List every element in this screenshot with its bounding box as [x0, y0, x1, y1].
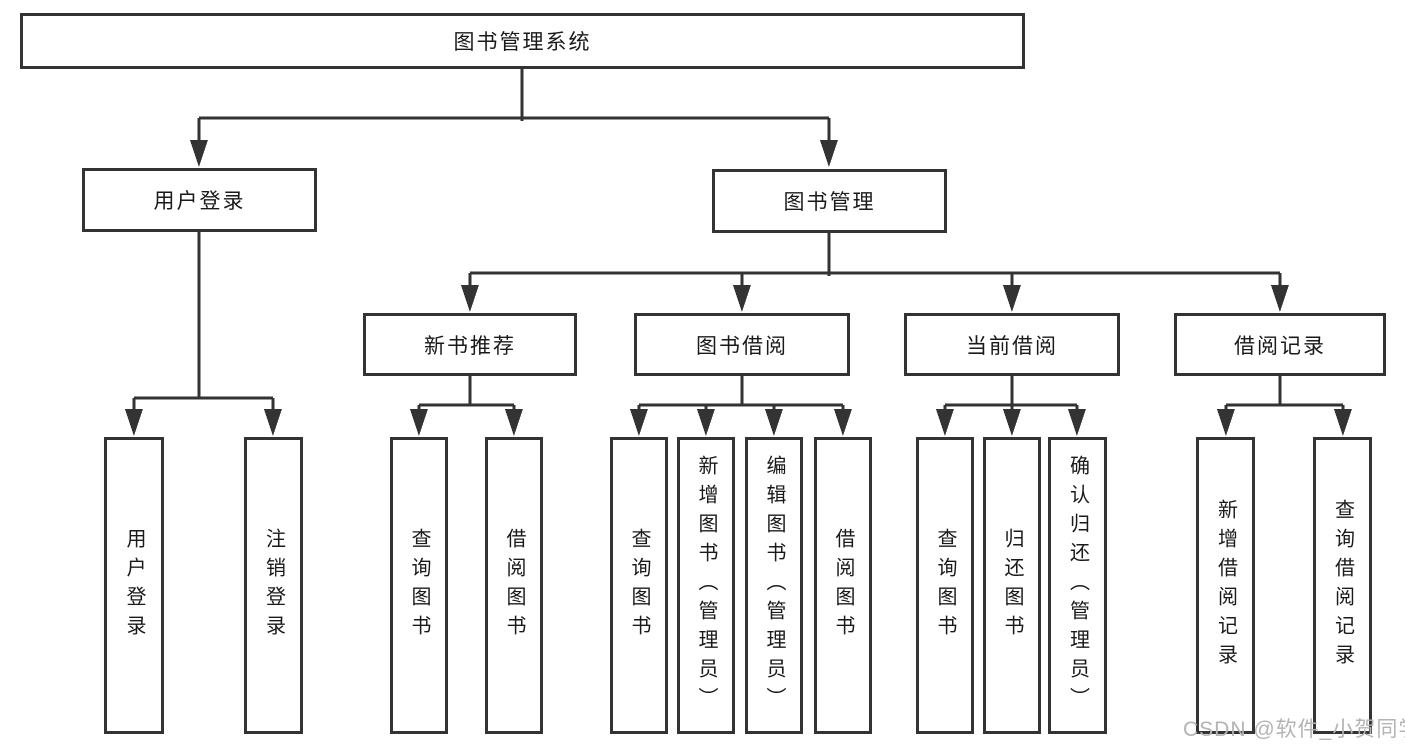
leaf-confirm-return-admin: 确认归还（管理员） [1048, 437, 1107, 734]
node-label: 当前借阅 [966, 334, 1058, 358]
leaf-user-login: 用户登录 [104, 437, 164, 734]
leaf-query-books-borrow: 查询图书 [610, 437, 668, 734]
leaf-borrow-books: 借阅图书 [814, 437, 872, 734]
node-label: 图书借阅 [696, 334, 788, 358]
node-label: 图书管理 [783, 191, 876, 214]
node-book-management: 图书管理 [712, 169, 947, 233]
leaf-query-borrow-record: 查询借阅记录 [1313, 437, 1372, 734]
node-book-borrow: 图书借阅 [634, 313, 850, 376]
connector-borrow-records-to-leaves [1224, 376, 1345, 414]
leaf-label: 借阅图书 [832, 527, 854, 644]
leaf-label: 用户登录 [123, 527, 145, 644]
leaf-label: 归还图书 [1001, 527, 1023, 644]
connector-book-borrow-to-leaves [637, 376, 845, 414]
leaf-label: 新增图书（管理员） [695, 455, 717, 716]
node-label: 用户登录 [153, 190, 246, 213]
leaf-label: 查询图书 [408, 527, 430, 644]
connector-root-to-level2 [197, 69, 831, 145]
node-new-book-recommend: 新书推荐 [363, 313, 577, 376]
leaf-add-borrow-record: 新增借阅记录 [1196, 437, 1255, 734]
node-label: 新书推荐 [424, 334, 516, 358]
connector-book-management-to-level3 [468, 233, 1282, 290]
connector-user-login-to-leaves [132, 232, 275, 414]
leaf-label: 注销登录 [262, 527, 285, 644]
leaf-return-books: 归还图书 [983, 437, 1041, 734]
leaf-label: 查询图书 [934, 527, 956, 644]
node-user-login: 用户登录 [82, 168, 317, 232]
leaf-add-books-admin: 新增图书（管理员） [677, 437, 735, 734]
leaf-label: 查询图书 [628, 527, 650, 644]
leaf-query-books-recommend: 查询图书 [390, 437, 448, 734]
connector-new-book-recommend-to-leaves [417, 376, 516, 414]
leaf-label: 借阅图书 [503, 527, 525, 644]
node-label: 图书管理系统 [453, 31, 592, 54]
leaf-label: 编辑图书（管理员） [763, 455, 785, 716]
leaf-label: 新增借阅记录 [1214, 498, 1237, 673]
csdn-watermark: CSDN @软件_小贺同学 [1183, 718, 1405, 741]
leaf-label: 确认归还（管理员） [1066, 455, 1089, 716]
node-current-borrow: 当前借阅 [904, 313, 1120, 376]
leaf-borrow-books-recommend: 借阅图书 [485, 437, 543, 734]
node-root-book-management-system: 图书管理系统 [20, 13, 1025, 69]
node-borrow-records: 借阅记录 [1174, 313, 1386, 376]
leaf-edit-books-admin: 编辑图书（管理员） [745, 437, 803, 734]
leaf-label: 查询借阅记录 [1331, 498, 1354, 673]
leaf-query-books-current: 查询图书 [916, 437, 974, 734]
connector-current-borrow-to-leaves [943, 376, 1079, 414]
arrowheads [125, 140, 1352, 436]
node-label: 借阅记录 [1234, 334, 1326, 358]
leaf-logout: 注销登录 [244, 437, 303, 734]
